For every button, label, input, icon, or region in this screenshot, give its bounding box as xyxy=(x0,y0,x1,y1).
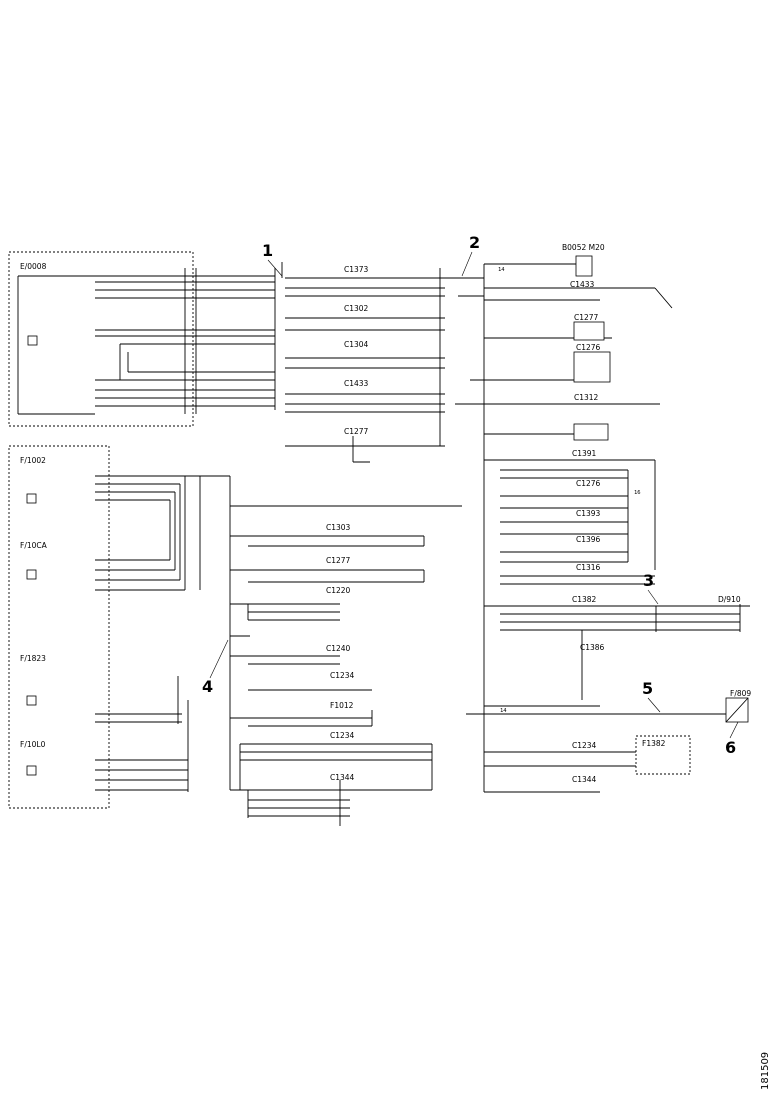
connector-c1: C1373 xyxy=(344,265,369,274)
main-bus xyxy=(445,263,660,792)
connector-r2: C1277 xyxy=(574,313,599,322)
connector-r12: C1234 xyxy=(572,741,597,750)
connector-r6: C1276 xyxy=(576,479,601,488)
component-bottom-box-label: F1382 xyxy=(642,739,666,748)
module-e-group: E/0008 xyxy=(8,251,194,427)
connector-r8: C1396 xyxy=(576,535,601,544)
connector-c4: C1433 xyxy=(344,379,369,388)
component-right-mod: D/910 xyxy=(718,595,741,604)
module-f3-ground-symbol xyxy=(26,695,37,706)
right-middle-block: C1391 C1276 16 C1393 C1396 C1316 xyxy=(484,449,656,585)
connector-r11: C1386 xyxy=(580,643,605,652)
connector-column-1: C1373 C1302 C1304 C1433 C1277 xyxy=(281,262,445,463)
connector-r10: C1382 xyxy=(572,595,597,604)
module-f3-label: F/1823 xyxy=(20,654,46,663)
component-box-3 xyxy=(573,351,611,383)
pin-label-14: 14 xyxy=(498,267,505,273)
connector-c11: C1234 xyxy=(330,731,355,740)
module-f4-ground-symbol xyxy=(26,765,37,776)
component-l1b: F1012 xyxy=(330,701,354,710)
connector-c6: C1303 xyxy=(326,523,351,532)
connector-r9: C1316 xyxy=(576,563,601,572)
module-e-wires xyxy=(95,268,276,414)
callouts: 1 2 3 4 5 6 xyxy=(202,233,739,757)
connector-r5: C1391 xyxy=(572,449,597,458)
component-bottom-box xyxy=(635,735,691,775)
component-top-right: B0052 M20 xyxy=(562,243,605,252)
callout-1: 1 xyxy=(262,241,273,260)
module-f2-label: F/10CA xyxy=(20,541,48,550)
module-f2-ground-symbol xyxy=(26,569,37,580)
relay-symbol xyxy=(575,255,593,277)
callout-2: 2 xyxy=(469,233,480,252)
module-f-group: F/1002 F/10CA F/1823 F/10L0 xyxy=(8,445,110,809)
callout-4: 4 xyxy=(202,677,213,696)
right-bottom-components: 14 F/809 F1382 C1234 C1344 xyxy=(466,689,751,793)
connector-column-2: C1303 C1277 C1220 C1240 C1234 F1012 C123… xyxy=(205,475,462,826)
pin-label-14b: 14 xyxy=(500,708,507,714)
pin-label-16: 16 xyxy=(634,490,641,496)
callout-3: 3 xyxy=(643,571,654,590)
right-d910-wires: D/910 C1382 C1386 xyxy=(484,595,750,700)
connector-c7: C1277 xyxy=(326,556,351,565)
module-f-outline xyxy=(8,445,110,809)
connector-c3: C1304 xyxy=(344,340,369,349)
connector-c8: C1220 xyxy=(326,586,351,595)
callout-6: 6 xyxy=(725,738,736,757)
connector-c5: C1277 xyxy=(344,427,369,436)
module-f-wires xyxy=(95,475,205,792)
component-box-4 xyxy=(573,423,609,441)
module-e-outline xyxy=(8,251,194,427)
callout-5: 5 xyxy=(642,679,653,698)
module-f1-label: F/1002 xyxy=(20,456,46,465)
connector-r7: C1393 xyxy=(576,509,601,518)
module-f1-ground-symbol xyxy=(26,493,37,504)
connector-r1: C1433 xyxy=(570,280,595,289)
figure-reference: 181509 xyxy=(760,1052,771,1090)
connector-r13: C1344 xyxy=(572,775,597,784)
connector-c12: C1344 xyxy=(330,773,355,782)
right-top-components: B0052 M20 14 C1433 C1277 C1276 C1312 xyxy=(484,243,673,441)
component-box-2 xyxy=(573,321,605,341)
component-l1: C1234 xyxy=(330,671,355,680)
connector-r3: C1276 xyxy=(576,343,601,352)
module-e-ground-symbol xyxy=(27,335,38,346)
component-bottom-right: F/809 xyxy=(730,689,751,698)
module-f4-label: F/10L0 xyxy=(20,740,46,749)
connector-c2: C1302 xyxy=(344,304,369,313)
connector-r4: C1312 xyxy=(574,393,599,402)
module-e-label: E/0008 xyxy=(20,262,47,271)
connector-c9: C1240 xyxy=(326,644,351,653)
